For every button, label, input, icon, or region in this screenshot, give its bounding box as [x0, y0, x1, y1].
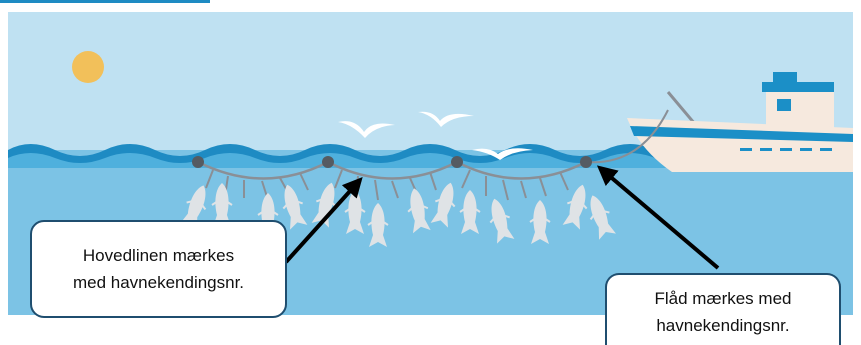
- mainline-callout-line2: med havnekendingsnr.: [73, 269, 244, 296]
- sun-icon: [72, 51, 104, 83]
- float-callout-line2: havnekendingsnr.: [655, 312, 792, 339]
- top-accent: [0, 0, 210, 3]
- float-buoy-icon: [580, 156, 592, 168]
- float-callout: Flåd mærkes med havnekendingsnr.: [605, 273, 841, 345]
- mainline-callout-line1: Hovedlinen mærkes: [73, 242, 244, 269]
- float-buoy-icon: [322, 156, 334, 168]
- float-callout-line1: Flåd mærkes med: [655, 285, 792, 312]
- mainline-callout: Hovedlinen mærkes med havnekendingsnr.: [30, 220, 287, 318]
- float-buoy-icon: [451, 156, 463, 168]
- float-buoy-icon: [192, 156, 204, 168]
